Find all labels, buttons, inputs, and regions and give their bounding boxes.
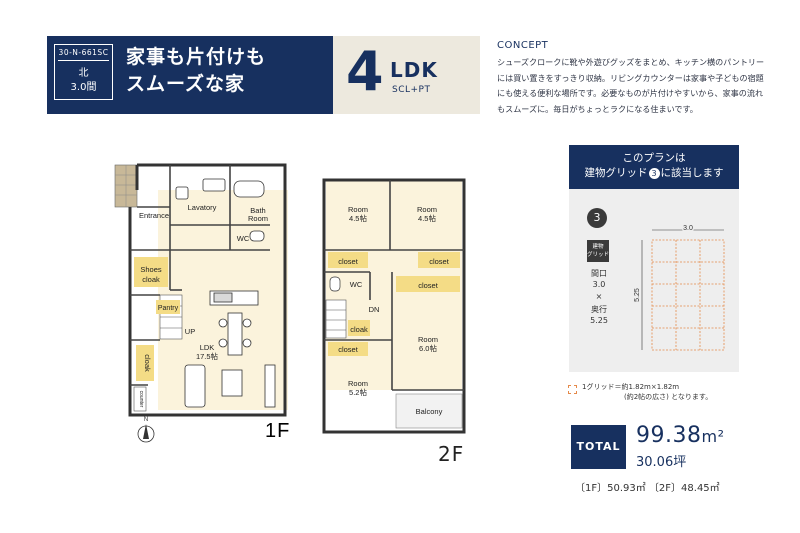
grid-head-grid-word: 建物グリッド xyxy=(584,167,648,179)
frontage-label: 3.0間 xyxy=(70,82,97,93)
label-balcony: Balcony xyxy=(416,407,443,416)
closet-c-fill xyxy=(396,276,460,292)
label-dn: DN xyxy=(369,305,380,314)
balcony-area xyxy=(395,393,463,429)
floor-areas: 〔1F〕50.93㎡ 〔2F〕48.45㎡ xyxy=(575,483,720,494)
catch-line-1: 家事も片付けも xyxy=(126,46,267,68)
grid-head-line1: このプランは xyxy=(622,152,686,164)
closet-b-fill xyxy=(418,252,460,268)
kitchen xyxy=(209,290,259,356)
label-ldk: LDK xyxy=(200,343,215,352)
label-room1-size: 4.5帖 xyxy=(349,213,367,223)
outer-walls-2f xyxy=(322,178,466,434)
compass-letter: N xyxy=(144,417,148,423)
label-room2: Room xyxy=(417,205,437,214)
ldk-subtitle: SCL+PT xyxy=(392,85,431,95)
label-room3-size: 6.0帖 xyxy=(419,343,437,353)
catch-copy: 家事も片付けも スムーズな家 xyxy=(126,44,266,98)
living-furniture xyxy=(184,364,276,408)
ldk-label: LDK xyxy=(390,58,438,82)
grid-number-circle: 3 xyxy=(587,208,607,228)
compass: N xyxy=(137,417,155,443)
total-area-tsubo: 30.06坪 xyxy=(636,455,687,470)
label-room4: Room xyxy=(348,379,368,388)
label-bath-room: Room xyxy=(248,214,268,223)
label-ldk-size: 17.5帖 xyxy=(196,351,219,361)
plan-code-badge: 30-N-661SC 北 3.0間 xyxy=(54,44,113,100)
grid-tag-line1: 建物 xyxy=(592,244,604,250)
label-up: UP xyxy=(185,327,195,336)
grid-cells xyxy=(651,239,725,351)
grid-legend-line2: (約2帖の広さ) となります。 xyxy=(624,393,713,401)
label-closet-d: closet xyxy=(338,345,359,354)
counter-box xyxy=(133,386,147,412)
total-area-sqm: 99.38m² xyxy=(636,423,724,448)
grid-frontage-label: 間口 xyxy=(591,269,607,278)
toilet-2f xyxy=(329,276,341,292)
cloak-fill xyxy=(136,345,154,381)
total-sqm-value: 99.38 xyxy=(636,423,702,448)
total-badge: TOTAL xyxy=(571,425,626,469)
label-bath: Bath xyxy=(250,206,265,215)
outer-walls xyxy=(128,163,287,417)
floor-plan-2f: Room 4.5帖 Room 4.5帖 closet closet closet… xyxy=(322,178,466,434)
concept-text: シューズクロークに靴や外遊びグッズをまとめ、キッチン横のパントリーには買い置きを… xyxy=(497,57,765,114)
floor-label-2f-text: 2F xyxy=(438,442,465,466)
grid-legend-swatch xyxy=(568,385,577,394)
label-wc-2f: WC xyxy=(350,280,363,289)
grid-legend-line1: 1グリッド＝約1.82m×1.82m xyxy=(582,383,680,391)
direction-label: 北 xyxy=(78,68,89,79)
label-counter: counter xyxy=(138,391,144,408)
total-sqm-unit: m² xyxy=(701,427,725,446)
header-bar xyxy=(47,36,333,114)
grid-legend: 1グリッド＝約1.82m×1.82m (約2帖の広さ) となります。 xyxy=(582,382,712,402)
floor-plan-1f: Entrance Lavatory Bath Room WC Shoes clo… xyxy=(114,163,290,443)
label-room4-size: 5.2帖 xyxy=(349,387,367,397)
pantry-fill xyxy=(156,300,180,314)
grid-dim-depth: 5.25 xyxy=(634,288,641,302)
stairs-2f xyxy=(325,299,347,339)
bath-fixtures xyxy=(175,178,265,242)
label-shoes-cloak: cloak xyxy=(142,275,160,284)
label-lavatory: Lavatory xyxy=(188,203,217,212)
catch-line-2: スムーズな家 xyxy=(126,73,246,95)
badge-divider xyxy=(58,60,109,61)
plan-code: 30-N-661SC xyxy=(58,48,109,57)
grid-head-line3: に該当します xyxy=(660,167,724,179)
interior-walls-2f xyxy=(324,180,464,391)
label-wc: WC xyxy=(237,234,250,243)
closet-a-fill xyxy=(328,252,368,268)
grid-head-circle-number: 3 xyxy=(648,167,660,179)
label-cloak: cloak xyxy=(143,354,152,372)
ldk-box xyxy=(333,36,480,114)
grid-dim-width: 3.0 xyxy=(683,225,693,232)
interior-walls xyxy=(130,165,270,386)
label-closet-a: closet xyxy=(338,257,359,266)
grid-frontage-value: 3.0 xyxy=(592,280,606,289)
label-room2-size: 4.5帖 xyxy=(418,213,436,223)
closet-d-fill xyxy=(328,342,368,356)
label-room1: Room xyxy=(348,205,368,214)
grid-times: × xyxy=(595,292,603,301)
ldk-number: 4 xyxy=(346,40,384,103)
grid-tag-line2: グリッド xyxy=(587,252,610,258)
grid-tag: 建物 グリッド xyxy=(587,240,609,262)
label-cloak-2f: cloak xyxy=(350,325,368,334)
label-pantry: Pantry xyxy=(158,305,179,312)
label-closet-b: closet xyxy=(429,257,450,266)
grid-diagram: 3.0 5.25 xyxy=(633,224,725,351)
floor-label-1f: 1F xyxy=(265,420,290,442)
shoes-cloak-fill xyxy=(134,257,168,287)
grid-depth-value: 5.25 xyxy=(590,316,608,325)
porch-tiles xyxy=(114,164,138,208)
concept-title: CONCEPT xyxy=(497,40,549,51)
grid-depth-label: 奥行 xyxy=(591,305,607,314)
cloak-2f-fill xyxy=(348,320,370,336)
label-entrance: Entrance xyxy=(139,211,169,220)
label-room3: Room xyxy=(418,335,438,344)
label-closet-c: closet xyxy=(418,281,439,290)
label-shoes: Shoes xyxy=(140,265,162,274)
